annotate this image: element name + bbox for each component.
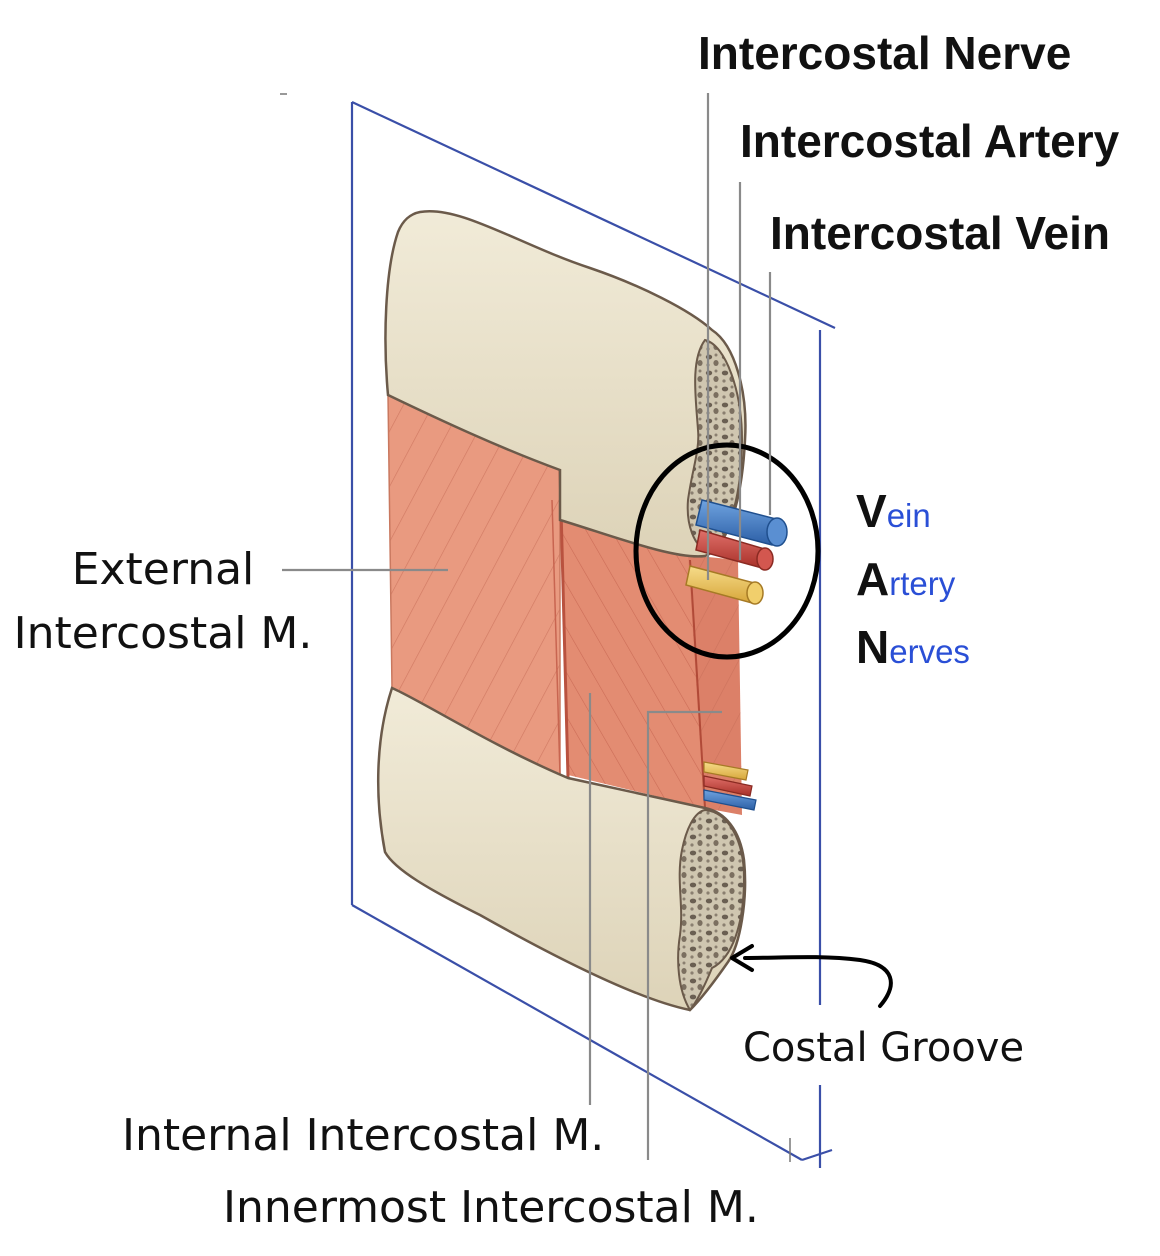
label-external-intercostal: External Intercostal M. bbox=[8, 538, 318, 666]
mnemonic-rest: erves bbox=[889, 633, 970, 670]
upper-neurovascular-bundle bbox=[685, 499, 788, 605]
label-intercostal-vein: Intercostal Vein bbox=[770, 207, 1111, 259]
mnemonic-artery: Artery bbox=[856, 552, 955, 606]
mnemonic-vein: Vein bbox=[856, 484, 931, 538]
label-external-line1: External bbox=[71, 544, 255, 595]
external-intercostal-muscle bbox=[387, 393, 561, 780]
highlight-circle bbox=[633, 442, 821, 660]
innermost-intercostal-muscle bbox=[688, 555, 742, 815]
internal-intercostal-muscle bbox=[551, 469, 705, 808]
label-costal-groove: Costal Groove bbox=[743, 1025, 1025, 1071]
label-internal-intercostal: Internal Intercostal M. bbox=[122, 1110, 605, 1161]
arrow-left-curved-icon bbox=[730, 944, 893, 1008]
label-innermost-intercostal: Innermost Intercostal M. bbox=[223, 1182, 759, 1233]
lower-rib bbox=[376, 686, 747, 1012]
mnemonic-rest: rtery bbox=[889, 565, 956, 602]
vein-vessel bbox=[695, 499, 788, 547]
mnemonic-rest: ein bbox=[886, 497, 931, 534]
leader-lines bbox=[282, 93, 772, 1160]
mnemonic-initial: V bbox=[856, 485, 887, 537]
nerve-fiber bbox=[685, 565, 764, 605]
artery-vessel bbox=[695, 529, 774, 571]
mnemonic-nerves: Nerves bbox=[856, 620, 970, 674]
leader-innermost bbox=[646, 710, 722, 1160]
lower-neurovascular-bundle bbox=[703, 761, 757, 811]
mnemonic-initial: N bbox=[856, 621, 890, 673]
mnemonic-initial: A bbox=[856, 553, 890, 605]
section-plane bbox=[350, 101, 836, 1168]
label-intercostal-nerve: Intercostal Nerve bbox=[698, 27, 1072, 79]
label-external-line2: Intercostal M. bbox=[13, 608, 313, 659]
label-intercostal-artery: Intercostal Artery bbox=[740, 115, 1120, 167]
